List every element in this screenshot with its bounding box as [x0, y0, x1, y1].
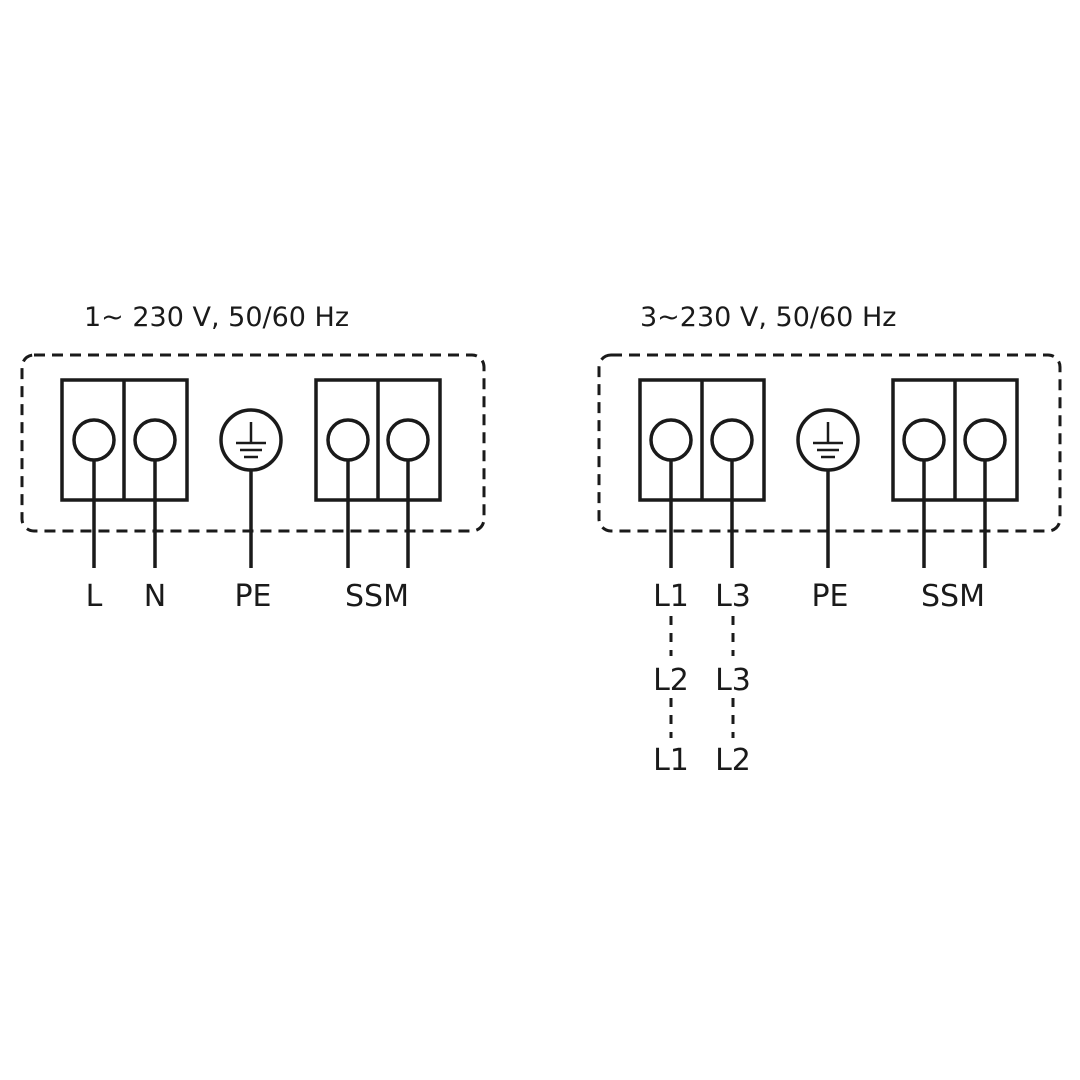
ground-terminal [796, 408, 860, 568]
single-phase-title: 1~ 230 V, 50/60 Hz [84, 302, 349, 333]
label-n: N [144, 579, 166, 614]
terminal-screw-icon [72, 418, 116, 462]
ssm-terminal-block [314, 378, 442, 568]
label-pe: PE [811, 579, 848, 614]
three-phase-title: 3~230 V, 50/60 Hz [640, 302, 896, 333]
label-l1: L1 [653, 579, 689, 614]
power-terminal-block [60, 378, 189, 568]
single-phase-panel: 1~ 230 V, 50/60 Hz [20, 302, 486, 614]
terminal-screw-icon [326, 418, 370, 462]
three-phase-panel: 3~230 V, 50/60 Hz [597, 302, 1062, 778]
label-alt1-left: L2 [653, 663, 689, 698]
three-phase-housing [597, 353, 1062, 533]
ssm-terminal-block [891, 378, 1019, 568]
label-ssm: SSM [345, 579, 409, 614]
label-alt1-right: L3 [715, 663, 751, 698]
single-phase-housing [20, 353, 486, 533]
label-pe: PE [234, 579, 271, 614]
terminal-screw-icon [963, 418, 1007, 462]
label-l: L [86, 579, 103, 614]
label-ssm: SSM [921, 579, 985, 614]
ground-terminal [219, 408, 283, 568]
label-alt2-right: L2 [715, 743, 751, 778]
label-alt2-left: L1 [653, 743, 689, 778]
terminal-screw-icon [710, 418, 754, 462]
terminal-screw-icon [386, 418, 430, 462]
power-terminal-block [638, 378, 766, 568]
terminal-screw-icon [133, 418, 177, 462]
terminal-screw-icon [649, 418, 693, 462]
terminal-screw-icon [902, 418, 946, 462]
label-l3: L3 [715, 579, 751, 614]
